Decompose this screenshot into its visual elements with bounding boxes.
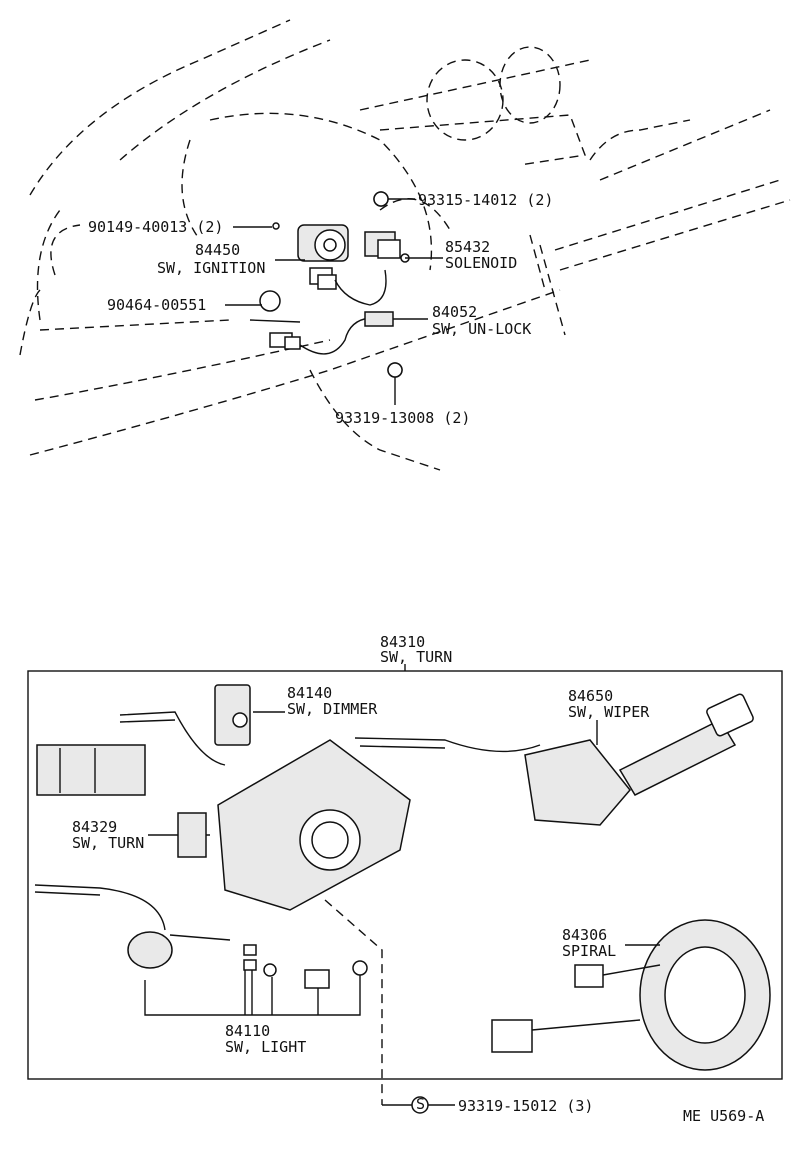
turn-switch-name: SW, TURN [72,834,144,852]
spiral-cable-drawing [491,919,771,1071]
turn-switch-assy-name: SW, TURN [380,648,452,666]
upper-labels: S 93315-14012 (2) 90149-40013 (2) 84450 … [88,190,553,427]
dashboard-outline [19,19,791,471]
light-switch-number: 84110 [225,1022,270,1040]
wiper-switch-name: SW, WIPER [568,703,650,721]
lower-labels: 84140 SW, DIMMER 84650 SW, WIPER 84329 S… [72,684,650,1056]
light-switch-drawing [127,931,368,1016]
connector-block-drawing [36,744,146,796]
ignition-switch-drawing [297,191,410,306]
screw-93319-a-label: 93319-13008 (2) [335,409,470,427]
spiral-cable-number: 84306 [562,926,607,944]
bolt-90149-label: 90149-40013 (2) [88,218,223,236]
solenoid-name: SOLENOID [445,254,517,272]
turn-switch-assy-number: 84310 [380,633,425,651]
wiper-switch-drawing [524,693,754,826]
ignition-switch-name: SW, IGNITION [157,259,265,277]
ignition-switch-number: 84450 [195,241,240,259]
switch-body-drawing [190,739,411,911]
lower-harnesses [34,711,541,931]
dimmer-switch-name: SW, DIMMER [287,700,378,718]
light-switch-name: SW, LIGHT [225,1038,306,1056]
spiral-cable-name: SPIRAL [562,942,616,960]
part-90464-label: 90464-00551 [107,296,206,314]
turn-switch-small-drawing [148,812,207,858]
unlock-switch-number: 84052 [432,303,477,321]
upper-leader-lines [225,198,443,405]
screw-93319-b-label: 93319-15012 (3) [458,1097,593,1115]
turn-switch-number: 84329 [72,818,117,836]
bottom-screw-leader [324,899,383,1105]
turn-switch-header: 84310 SW, TURN [380,633,452,671]
dimmer-switch-number: 84140 [287,684,332,702]
solenoid-number: 85432 [445,238,490,256]
symbol-s-label-3: S [416,1095,425,1113]
figure-code: ME U569-A [683,1107,764,1125]
assembly-frame [27,670,783,1080]
screw-93315-label: 93315-14012 (2) [418,191,553,209]
dimmer-switch-drawing [214,684,285,746]
bottom-screw-callout: S 93319-15012 (3) [411,1095,593,1115]
wiper-switch-number: 84650 [568,687,613,705]
unlock-switch-name: SW, UN-LOCK [432,320,531,338]
